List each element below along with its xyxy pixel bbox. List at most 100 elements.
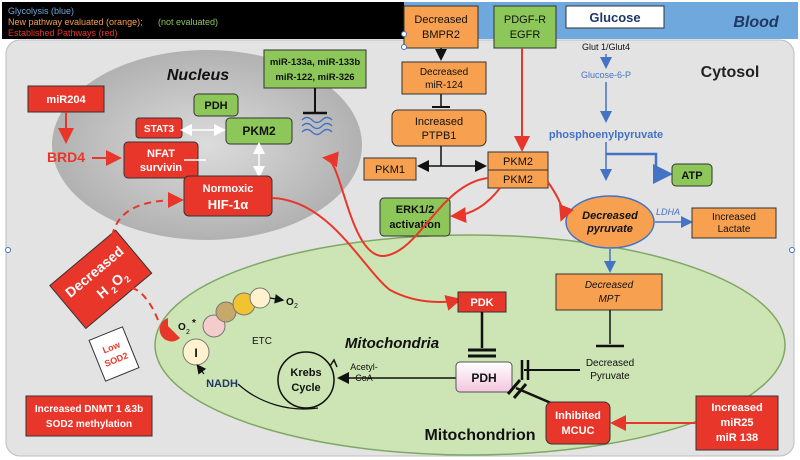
decreased-mir124-line1: Decreased xyxy=(420,67,468,78)
mirnas-line1: miR-133a, miR-133b xyxy=(270,57,360,68)
mcuc-inhibit-bar-2 xyxy=(512,383,528,399)
complex-i-circle xyxy=(182,338,210,366)
pdh-mito-box xyxy=(455,361,513,393)
krebs-line1: Krebs xyxy=(290,367,321,379)
acetyl-coa-line1: Acetyl- xyxy=(350,362,378,372)
nucleus-region xyxy=(52,50,362,240)
pdh-nuc-label: PDH xyxy=(204,100,227,112)
increased-dnmt-line2: SOD2 methylation xyxy=(46,419,132,430)
selection-handle-left xyxy=(5,247,11,253)
nucleus-label: Nucleus xyxy=(167,67,229,84)
mcuc-inhibit-bar-1 xyxy=(506,379,522,395)
etc-to-o2-arrow xyxy=(269,294,285,304)
legend-glycolysis: Glycolysis (blue) xyxy=(8,6,74,16)
decreased-mpt-box xyxy=(555,273,663,311)
pkm2-to-erk-arrow xyxy=(450,187,501,224)
decreased-bmpr2-box xyxy=(403,5,479,49)
g6p-label: Glucose-6-P xyxy=(581,70,631,80)
increased-mir25-line3: miR 138 xyxy=(716,432,758,444)
pdh-mito-label: PDH xyxy=(471,371,496,385)
atp-label: ATP xyxy=(681,170,702,182)
etc-red-wedge xyxy=(159,318,180,342)
increased-mir25-line2: miR25 xyxy=(720,417,753,429)
legend-established: Established Pathways (red) xyxy=(8,28,118,38)
nfat-line2: survivin xyxy=(140,162,182,174)
decreased-h2o2-group: Decreased H 2 O 2 xyxy=(49,229,153,330)
mir204-box xyxy=(27,85,105,113)
decreased-mir124-box xyxy=(401,61,487,95)
selection-handle-1 xyxy=(401,31,407,37)
increased-ptpb1-box xyxy=(391,109,487,147)
erk-line1: ERK1/2 xyxy=(396,204,435,216)
atp-box xyxy=(671,163,713,187)
inhibited-mcuc-line2: MCUC xyxy=(562,425,595,437)
selection-handle-right xyxy=(789,247,795,253)
nadh-label: NADH xyxy=(206,378,238,390)
pkm2-top-label: PKM2 xyxy=(503,156,533,168)
glucose-label: Glucose xyxy=(589,10,640,25)
o2-label: O xyxy=(286,297,294,308)
h2o2-subscript-2: 2 xyxy=(122,274,132,285)
o2-star-subscript: 2 xyxy=(186,329,190,336)
decreased-pyruvate-line2: pyruvate xyxy=(586,223,633,235)
o2-star-asterisk: * xyxy=(192,318,196,329)
decreased-mpt-line1: Decreased xyxy=(585,280,634,291)
erk-line2: activation xyxy=(389,219,441,231)
o2-star-label: O xyxy=(178,322,186,333)
mitochondria-label: Mitochondria xyxy=(345,335,439,352)
decreased-pyruvate-mito-line1: Decreased xyxy=(586,358,634,369)
krebs-cycle-circle xyxy=(277,351,335,409)
selection-handle-2 xyxy=(401,44,407,50)
pkm1-box xyxy=(363,157,417,181)
atp-arrow xyxy=(606,152,673,184)
pdgfr-line: PDGF-R xyxy=(504,14,546,26)
pkm2-bottom-label: PKM2 xyxy=(503,174,533,186)
etc-label: ETC xyxy=(252,336,272,347)
pkm2-to-pyruvate-arrow xyxy=(547,181,574,222)
pdh-nuc-box xyxy=(193,93,239,117)
brd4-label: BRD4 xyxy=(47,149,85,165)
h2o2-to-hif-dashed-arrow xyxy=(111,192,184,237)
mrna-wavy-icon xyxy=(301,116,333,136)
decreased-pyruvate-node xyxy=(565,195,655,249)
krebs-line2: Cycle xyxy=(291,382,320,394)
pdgfr-egfr-box xyxy=(493,5,557,49)
sod2-to-h2o2-dashed xyxy=(131,287,159,321)
increased-mir25-line1: Increased xyxy=(711,402,762,414)
low-sod2-box xyxy=(88,326,140,382)
decreased-mir124-line2: miR-124 xyxy=(425,80,463,91)
stat3-label: STAT3 xyxy=(144,124,175,135)
mirnas-line2: miR-122, miR-326 xyxy=(275,72,354,83)
glucose-box xyxy=(565,5,665,29)
etc-complex-light xyxy=(249,287,271,309)
pep-label: phosphoenylpyruvate xyxy=(549,129,663,141)
pkm1-label: PKM1 xyxy=(375,164,405,176)
decreased-h2o2-box xyxy=(49,229,153,330)
krebs-cycle-arrowhead xyxy=(329,358,338,368)
increased-mir25-box xyxy=(695,395,779,451)
nfat-line1: NFAT xyxy=(147,148,175,160)
o2-subscript: 2 xyxy=(294,303,298,310)
egfr-line: EGFR xyxy=(510,29,541,41)
legend-new-pathway: New pathway evaluated (orange); xyxy=(8,17,143,27)
increased-lactate-line2: Lactate xyxy=(718,224,751,235)
hif-to-pdk-arrow xyxy=(271,197,462,311)
decreased-pyruvate-mito-line2: Pyruvate xyxy=(590,371,630,382)
hif-line1: Normoxic xyxy=(203,183,254,195)
inhibited-mcuc-line1: Inhibited xyxy=(555,410,601,422)
etc-complex-pink xyxy=(202,314,226,338)
hif-box xyxy=(183,175,273,217)
pkm2-to-nucleus-arrow xyxy=(322,151,489,258)
ldha-label: LDHA xyxy=(656,207,680,217)
blood-label: Blood xyxy=(733,14,780,31)
nadh-krebs-connector xyxy=(237,383,319,410)
decreased-bmpr2-line2: BMPR2 xyxy=(422,29,460,41)
legend-not-evaluated: (not evaluated) xyxy=(158,17,218,27)
increased-ptpb1-line1: Increased xyxy=(415,116,463,128)
hif-line2: HIF-1α xyxy=(208,197,249,212)
increased-dnmt-line1: Increased DNMT 1 &3b xyxy=(35,404,143,415)
increased-dnmt-box xyxy=(25,395,153,437)
nadh-to-complex-i-arrow xyxy=(196,364,207,375)
pdk-label: PDK xyxy=(470,297,493,309)
